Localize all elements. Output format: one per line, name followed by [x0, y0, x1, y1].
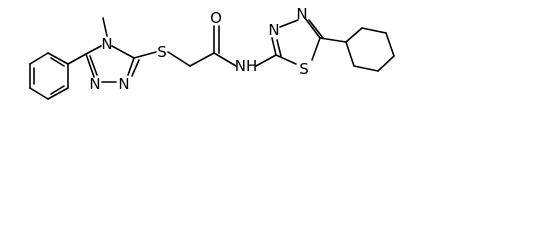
atom-label-s-ring: S: [299, 60, 309, 78]
atom-label-o-carbonyl: O: [210, 9, 222, 27]
ch2-carbonyl-bond: [189, 52, 215, 67]
carbonyl-nh-bond: [213, 52, 237, 67]
methyl-bond: [102, 17, 108, 37]
atom-label-n-right2: N: [296, 5, 307, 23]
thiadiazole-cyclohexyl-bond: [319, 37, 347, 43]
nh-thiadiazole-bond: [255, 54, 277, 67]
triazole-ring: [85, 45, 140, 83]
triazole-s-bond: [133, 51, 157, 59]
atom-label-n-left1: N: [89, 75, 100, 93]
atom-label-s-thioether: S: [157, 43, 167, 61]
thiadiazole-ring: [271, 17, 324, 65]
atom-label-n4: N: [101, 35, 112, 53]
atom-label-n-left2: N: [118, 75, 129, 93]
molecule-structure-canvas: N S O N N NH N N S: [29, 5, 395, 100]
molecule-svg: N S O N N NH N N S: [29, 5, 395, 100]
atom-label-n-right1: N: [268, 21, 279, 39]
s-ch2-bond: [167, 51, 191, 67]
cyclohexyl-ring: [345, 27, 395, 72]
phenyl-ring: [29, 52, 69, 100]
atom-label-nh: NH: [235, 57, 258, 75]
phenyl-triazole-bond: [67, 53, 87, 65]
